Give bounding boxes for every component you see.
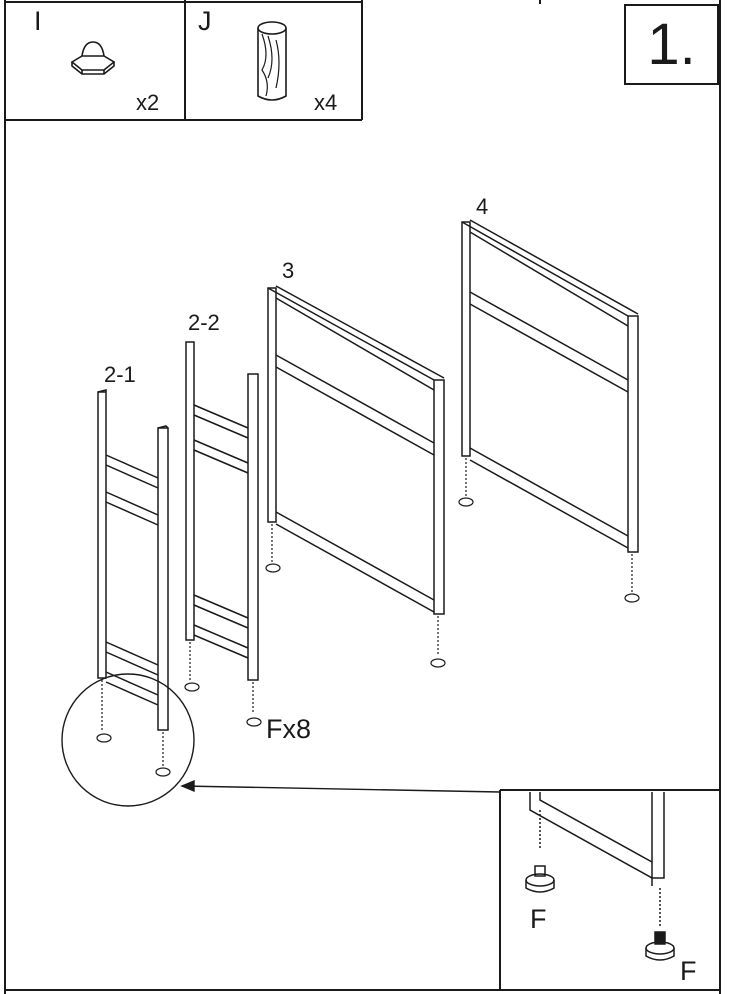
frame-2-2 <box>185 341 259 681</box>
frame-3 <box>267 285 445 615</box>
part-i-quantity: x2 <box>136 90 160 115</box>
feet <box>96 458 640 777</box>
step-number: 1. <box>624 4 719 85</box>
frame-2-1 <box>97 389 169 731</box>
part-j-letter: J <box>198 6 212 36</box>
foot-callout: Fx8 <box>266 714 312 744</box>
callout <box>61 673 501 807</box>
part-i-letter: I <box>34 6 42 36</box>
part-j-quantity: x4 <box>314 90 338 115</box>
frame-label-3: 3 <box>282 258 295 283</box>
frame-label-4: 4 <box>476 194 489 219</box>
detail-foot-label-1: F <box>530 904 547 934</box>
cap-nut-icon <box>70 41 116 75</box>
dowel-icon <box>257 21 287 101</box>
detail-foot-label-2: F <box>680 956 697 986</box>
frame-4 <box>461 219 639 553</box>
frame-label-2-2: 2-2 <box>188 310 220 335</box>
detail-view <box>525 792 675 961</box>
frame-label-2-1: 2-1 <box>104 362 136 387</box>
